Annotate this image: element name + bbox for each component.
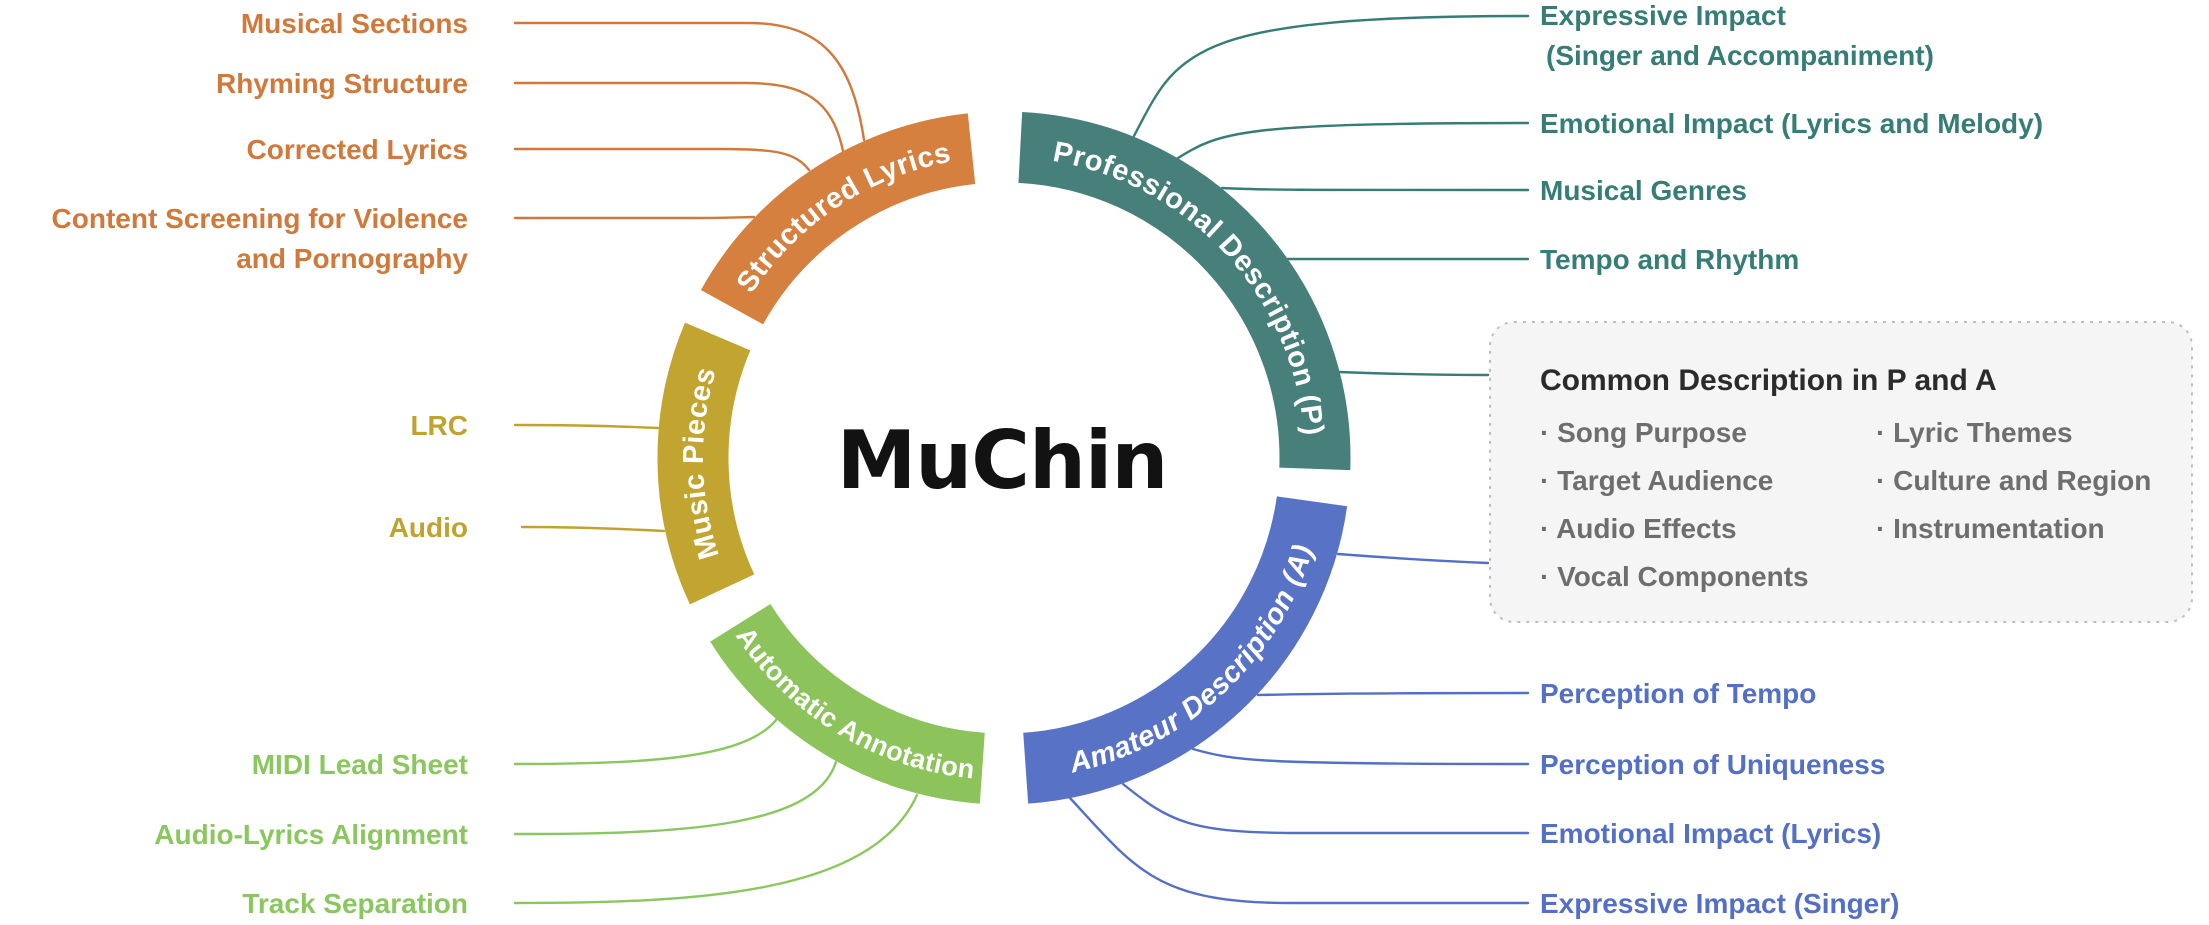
connector-content-screening [513, 215, 756, 220]
connector-rhyming-structure [513, 81, 845, 153]
leaf-label-tempo-and-rhythm: Tempo and Rhythm [1540, 244, 1799, 275]
leaf-label-audio: Audio [389, 512, 468, 543]
leaf-label-expressive-impact-line2: (Singer and Accompaniment) [1546, 40, 1934, 71]
box-item-lyric-themes: · Lyric Themes [1876, 417, 2073, 448]
common-description-box: Common Description in P and A · Song Pur… [1489, 321, 2193, 623]
leaf-label-emotional-impact-lm: Emotional Impact (Lyrics and Melody) [1540, 108, 2043, 139]
leaf-label-midi-lead-sheet: MIDI Lead Sheet [252, 749, 468, 780]
leaf-label-lrc: LRC [410, 410, 468, 441]
connector-expressive-impact-singer [1068, 796, 1530, 905]
ring [657, 111, 1351, 804]
box-item-target-audience: · Target Audience [1540, 465, 1773, 496]
leaf-label-perception-of-tempo: Perception of Tempo [1540, 678, 1816, 709]
page-title: MuChin [837, 414, 1168, 507]
connector-common-box-teal [1337, 370, 1490, 377]
common-description-box-frame [1489, 321, 2193, 623]
box-item-culture-and-region: · Culture and Region [1876, 465, 2151, 496]
box-item-vocal-components: · Vocal Components [1540, 561, 1809, 592]
connectors [513, 14, 1530, 905]
box-item-instrumentation: · Instrumentation [1876, 513, 2105, 544]
connector-emotional-impact-lyrics [1121, 782, 1530, 835]
ring-segment-music-pieces [657, 322, 755, 605]
connector-audio [520, 525, 666, 533]
connector-audio-lyrics-alignment [513, 760, 838, 836]
ring-segment-professional-description [1018, 111, 1351, 471]
connector-corrected-lyrics [513, 147, 811, 172]
leaf-label-corrected-lyrics: Corrected Lyrics [247, 134, 469, 165]
ring-segment-automatic-annotation [710, 603, 986, 804]
connector-musical-sections [513, 21, 866, 142]
connector-common-box-blue [1336, 552, 1490, 565]
connector-midi-lead-sheet [513, 718, 778, 766]
leaf-label-perception-of-uniqueness: Perception of Uniqueness [1540, 749, 1885, 780]
common-description-box-title: Common Description in P and A [1540, 364, 1997, 397]
leaf-label-musical-sections: Musical Sections [241, 8, 468, 39]
leaf-label-content-screening-line2: and Pornography [236, 243, 468, 274]
left-leaf-labels: Musical Sections Rhyming Structure Corre… [52, 8, 469, 919]
connector-emotional-impact-lm [1176, 121, 1530, 160]
connector-musical-genres [1220, 186, 1530, 192]
box-item-audio-effects: · Audio Effects [1540, 513, 1737, 544]
connector-lrc [513, 423, 660, 430]
leaf-label-expressive-impact-singer: Expressive Impact (Singer) [1540, 888, 1899, 919]
right-leaf-labels: Expressive Impact (Singer and Accompanim… [1540, 0, 2043, 919]
leaf-label-rhyming-structure: Rhyming Structure [216, 68, 468, 99]
connector-expressive-impact [1132, 14, 1530, 138]
leaf-label-emotional-impact-lyrics: Emotional Impact (Lyrics) [1540, 818, 1881, 849]
leaf-label-content-screening-line1: Content Screening for Violence [52, 203, 468, 234]
box-item-song-purpose: · Song Purpose [1540, 417, 1747, 448]
leaf-label-musical-genres: Musical Genres [1540, 175, 1747, 206]
ring-segment-structured-lyrics [700, 113, 976, 325]
connector-perception-of-tempo [1256, 691, 1530, 697]
leaf-label-expressive-impact-line1: Expressive Impact [1540, 0, 1786, 31]
connector-perception-of-uniqueness [1191, 747, 1530, 766]
leaf-label-audio-lyrics-alignment: Audio-Lyrics Alignment [154, 819, 468, 850]
leaf-label-track-separation: Track Separation [242, 888, 468, 919]
ring-segment-amateur-description [1022, 495, 1348, 804]
connector-track-separation [513, 793, 919, 905]
